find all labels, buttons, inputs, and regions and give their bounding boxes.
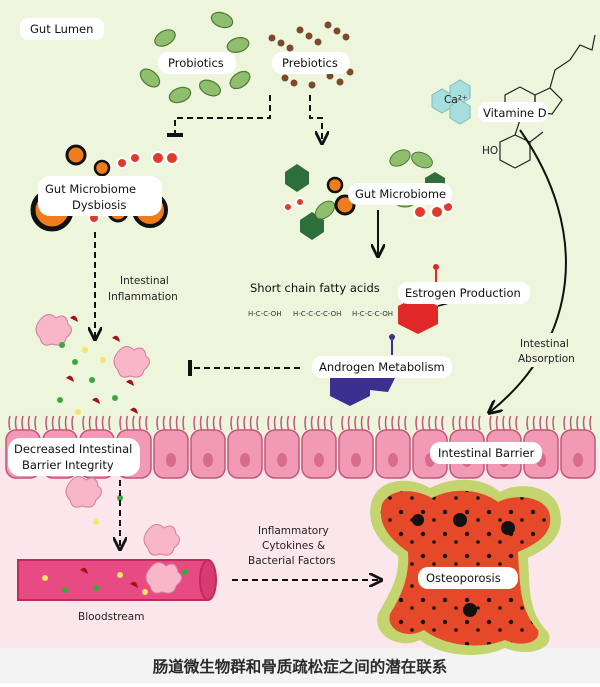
gut-lumen-label: Gut Lumen <box>30 22 93 36</box>
cell-nucleus <box>351 453 361 467</box>
decreased-barrier-label-line1: Decreased Intestinal <box>14 442 132 456</box>
osteoporosis-label-box <box>418 567 518 589</box>
inflammation-particles <box>57 315 138 415</box>
blood-vessel-icon <box>17 559 217 601</box>
leaked-particle <box>93 519 99 525</box>
ho-label: HO <box>482 145 498 157</box>
microvilli <box>526 415 555 431</box>
probiotic-bacteria-icon <box>139 11 251 104</box>
microvilli <box>193 415 222 431</box>
estrogen-label-box <box>398 282 530 304</box>
gut-microbiome-label: Gut Microbiome <box>355 187 446 201</box>
svg-text:H-C-C-C-OH: H-C-C-C-OH <box>352 310 393 318</box>
gut-microbiome-bacteria-icon <box>283 149 454 240</box>
microvilli <box>156 415 185 431</box>
calcium-label: Ca²⁺ <box>444 94 468 106</box>
cell-nucleus <box>573 453 583 467</box>
vitamin-d-label: Vitamine D <box>483 106 547 120</box>
microvilli <box>378 415 407 431</box>
cytokines-label-line1: Inflammatory <box>258 525 329 537</box>
probiotics-inhibit-arrow <box>167 95 271 137</box>
dysbiosis-label-line2: Dysbiosis <box>72 198 126 212</box>
cell-nucleus <box>240 453 250 467</box>
prebiotic-fiber-icon <box>268 21 354 89</box>
gut-microbiome-label-box <box>348 183 452 205</box>
absorption-label-line1: Intestinal <box>520 338 569 350</box>
probiotics-label-box <box>158 52 236 74</box>
dysbiosis-label-box <box>38 176 162 216</box>
cell-nucleus <box>388 453 398 467</box>
cell-nucleus <box>277 453 287 467</box>
microvilli <box>415 415 444 431</box>
scfa-label: Short chain fatty acids <box>250 281 380 295</box>
prebiotics-label: Prebiotics <box>282 56 338 70</box>
svg-text:H-C-C-OH: H-C-C-OH <box>248 310 282 318</box>
microvilli <box>489 415 518 431</box>
microvilli <box>452 415 481 431</box>
scfa-molecule-icon: H-C-C-OH H-C-C-C-C-OH H-C-C-C-OH <box>248 310 393 318</box>
intestinal-barrier-label: Intestinal Barrier <box>438 446 535 460</box>
inflammation-label-line2: Inflammation <box>108 291 178 303</box>
microvilli <box>230 415 259 431</box>
leaked-macrophage-icon <box>65 476 180 556</box>
vitamin-d-label-box <box>478 102 548 122</box>
intestinal-barrier-label-box <box>430 442 542 464</box>
cell-nucleus <box>166 453 176 467</box>
absorption-label-line2: Absorption <box>518 353 575 365</box>
decreased-barrier-label-box <box>8 438 140 476</box>
microvilli <box>8 415 37 431</box>
gut-lumen-label-box <box>20 18 104 40</box>
cell-nucleus <box>203 453 213 467</box>
bloodstream-label: Bloodstream <box>78 611 144 623</box>
prebiotics-label-box <box>272 52 350 74</box>
prebiotics-to-microbiome-arrow <box>309 95 322 142</box>
microvilli <box>267 415 296 431</box>
svg-text:H-C-C-C-C-OH: H-C-C-C-C-OH <box>293 310 341 318</box>
estrogen-label: Estrogen Production <box>405 286 521 300</box>
cytokines-label-line2: Cytokines & <box>262 540 325 552</box>
probiotics-label: Probiotics <box>168 56 224 70</box>
calcium-hexagon-icon <box>431 79 471 125</box>
microvilli <box>45 415 74 431</box>
microvilli <box>304 415 333 431</box>
androgen-label-box <box>312 356 452 378</box>
microvilli <box>563 415 592 431</box>
decreased-barrier-label-line2: Barrier Integrity <box>22 458 114 472</box>
cytokines-label-line3: Bacterial Factors <box>248 555 336 567</box>
cell-nucleus <box>314 453 324 467</box>
microvilli <box>341 415 370 431</box>
caption-band <box>0 648 600 683</box>
androgen-label: Androgen Metabolism <box>319 360 445 374</box>
caption: 肠道微生物群和骨质疏松症之间的潜在联系 <box>153 657 448 676</box>
inflammation-label-line1: Intestinal <box>120 275 169 287</box>
microvilli <box>119 415 148 431</box>
microvilli <box>82 415 111 431</box>
vitamin-d-absorption-arrow <box>490 129 567 412</box>
dysbiosis-label-line1: Gut Microbiome <box>45 182 136 196</box>
macrophage-icon <box>35 314 150 378</box>
osteoporosis-label: Osteoporosis <box>426 571 501 585</box>
leaked-particle <box>117 495 123 501</box>
absorption-label-box <box>515 333 581 367</box>
